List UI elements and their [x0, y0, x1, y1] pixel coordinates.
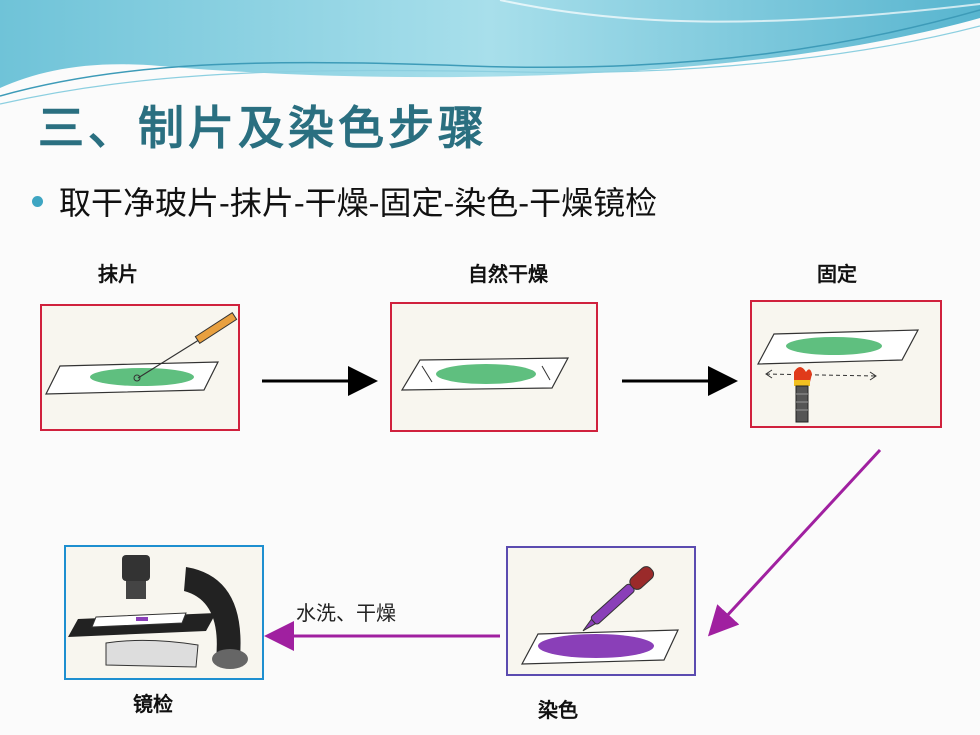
air-dry-illustration [400, 357, 570, 391]
fixed-smear-icon [786, 337, 882, 355]
stained-smear-icon [538, 634, 654, 658]
dried-smear-icon [436, 364, 536, 384]
arrow-fix-to-stain [707, 448, 882, 637]
microscopy-panel [64, 545, 264, 680]
step-label-stain: 染色 [538, 698, 578, 722]
step-label-smear: 抹片 [98, 262, 138, 286]
microscope-arm-icon [184, 567, 241, 659]
dropper-icon [582, 566, 655, 632]
edge-label-wash-dry: 水洗、干燥 [296, 601, 396, 625]
step-label-fix: 固定 [817, 262, 857, 286]
microscope-illustration [68, 555, 248, 669]
stain-illustration [520, 566, 679, 665]
smear-sample-icon [90, 368, 194, 386]
fix-illustration [756, 329, 920, 423]
smear-panel [40, 304, 240, 431]
procedure-text: 取干净玻片-抹片-干燥-固定-染色-干燥镜检 [59, 184, 658, 222]
smear-illustration [45, 311, 238, 395]
procedure-bullet: 取干净玻片-抹片-干燥-固定-染色-干燥镜检 [32, 178, 657, 224]
header-swoosh [0, 0, 980, 105]
inoculating-loop-icon [194, 311, 238, 345]
burner-icon [795, 385, 809, 423]
air-dry-panel [390, 302, 598, 432]
step-label-microscopy: 镜检 [133, 692, 173, 716]
stain-panel [506, 546, 696, 676]
fix-panel [750, 300, 942, 428]
slide-title: 三、制片及染色步骤 [38, 101, 488, 155]
bullet-dot-icon [32, 195, 43, 207]
step-label-air-dry: 自然干燥 [468, 262, 548, 286]
flame-icon [794, 367, 812, 382]
